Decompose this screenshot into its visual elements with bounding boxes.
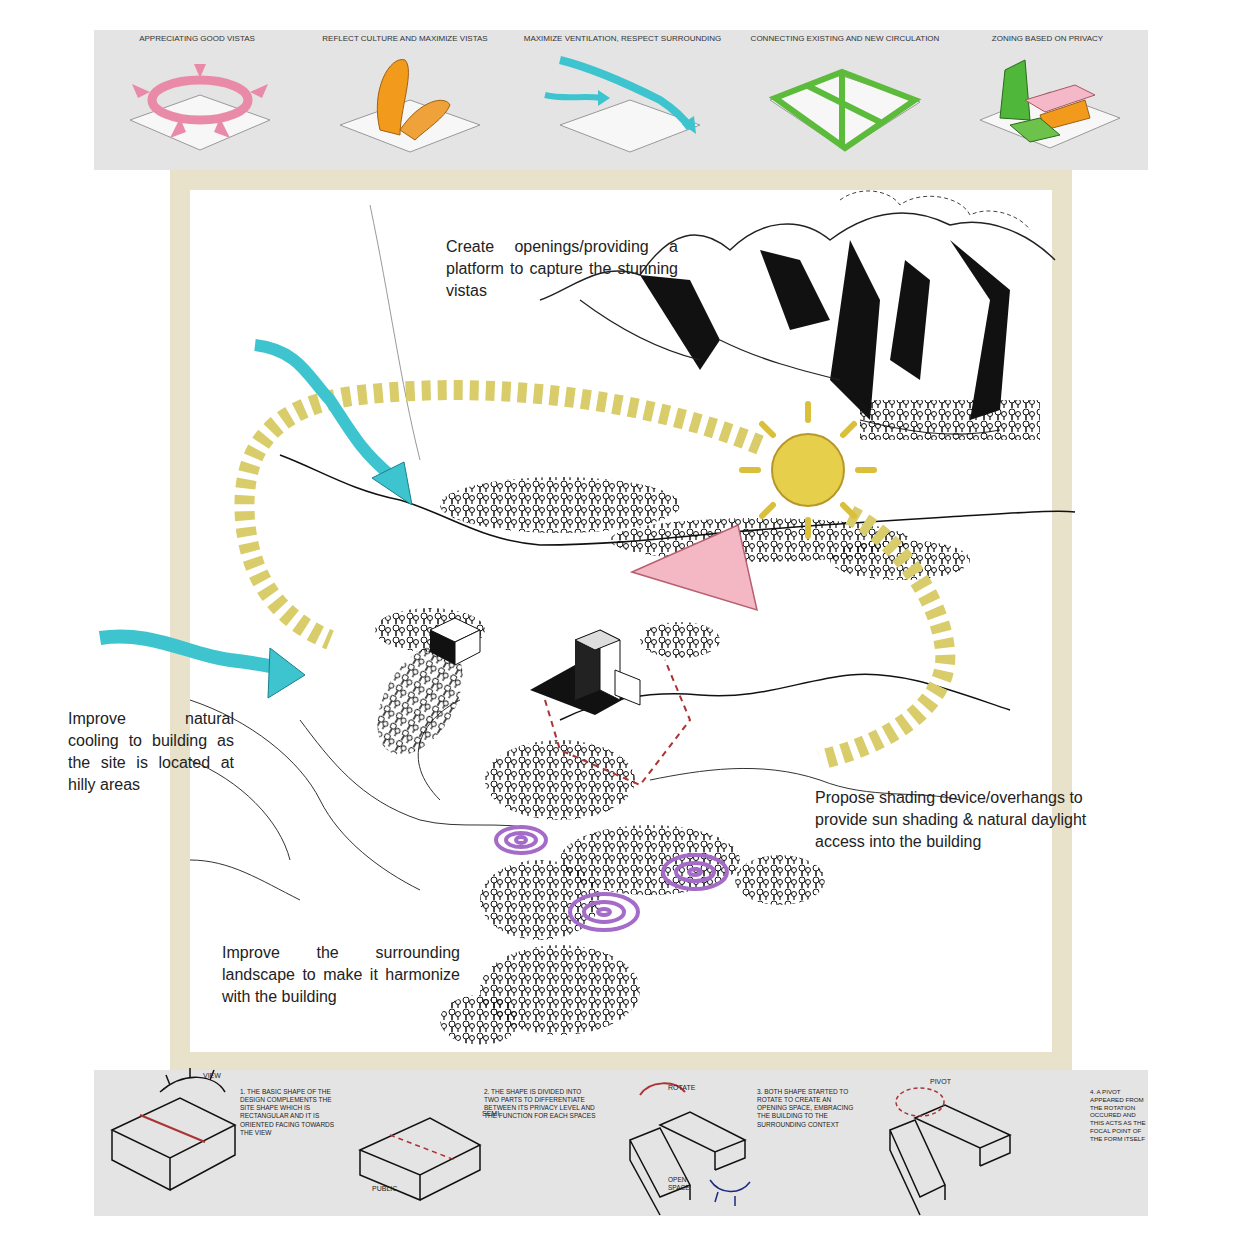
step-note: 2. THE SHAPE IS DIVIDED INTO TWO PARTS T… bbox=[484, 1088, 596, 1121]
sketch-label: OPEN SPACE bbox=[668, 1176, 702, 1192]
ventilation-icon bbox=[545, 60, 700, 152]
top-strip bbox=[94, 30, 1148, 170]
sun-path bbox=[820, 515, 945, 760]
sketch-label: VIEW bbox=[203, 1072, 233, 1081]
step-note: 1. THE BASIC SHAPE OF THE DESIGN COMPLEM… bbox=[240, 1088, 340, 1137]
road-lines bbox=[190, 700, 540, 900]
site-boundary bbox=[545, 660, 690, 785]
sketch-label: PUBLIC bbox=[372, 1185, 412, 1194]
sketch-label: PIVOT bbox=[930, 1078, 962, 1087]
circulation-icon bbox=[770, 72, 920, 150]
form-sketch bbox=[112, 1068, 1010, 1215]
annotation: Improve the surrounding landscape to mak… bbox=[222, 942, 460, 1008]
strip-heading: APPRECIATING GOOD VISTAS bbox=[97, 34, 297, 44]
building bbox=[430, 618, 640, 715]
contour-line bbox=[370, 205, 420, 460]
viewing-platform bbox=[632, 525, 757, 610]
culture-icon bbox=[340, 60, 480, 152]
landscape-marker bbox=[496, 827, 727, 930]
sun-symbol bbox=[742, 404, 874, 536]
strip-heading: MAXIMIZE VENTILATION, RESPECT SURROUNDIN… bbox=[515, 34, 730, 44]
step-note: 3. BOTH SHAPE STARTED TO ROTATE TO CREAT… bbox=[757, 1088, 859, 1129]
frame-inner bbox=[190, 190, 1052, 1052]
strip-heading: ZONING BASED ON PRIVACY bbox=[955, 34, 1140, 44]
annotation: Improve natural cooling to building as t… bbox=[68, 708, 234, 796]
strip-heading: CONNECTING EXISTING AND NEW CIRCULATION bbox=[740, 34, 950, 44]
strip-heading: REFLECT CULTURE AND MAXIMIZE VISTAS bbox=[305, 34, 505, 44]
wind-arrow bbox=[100, 345, 412, 698]
zoning-icon bbox=[980, 60, 1120, 148]
vista-icon bbox=[130, 64, 270, 150]
frame bbox=[170, 170, 1072, 1070]
step-note: 4. A PIVOT APPEARED FROM THE ROTATION OC… bbox=[1090, 1088, 1146, 1142]
annotation: Create openings/providing a platform to … bbox=[446, 236, 678, 302]
bottom-strip bbox=[94, 1070, 1148, 1216]
sketch-label: ROTATE bbox=[668, 1084, 708, 1093]
sun-path bbox=[244, 390, 760, 640]
annotation: Propose shading device/overhangs to prov… bbox=[815, 787, 1097, 853]
